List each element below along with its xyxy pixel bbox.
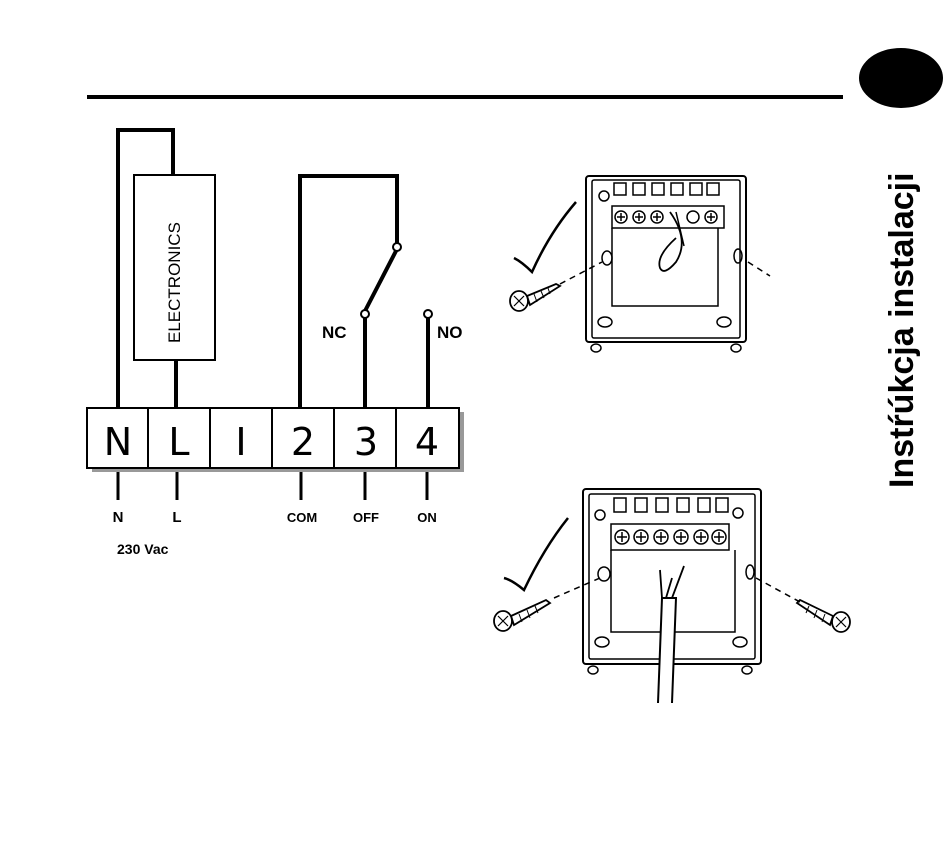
bottom-label-l: L [172, 509, 181, 526]
bottom-label-com: COM [287, 510, 317, 525]
screw-icon [797, 600, 850, 632]
nc-label: NC [322, 323, 347, 342]
install-illustration-bottom [494, 489, 850, 703]
nc-contact [361, 310, 369, 318]
terminal-l: L [168, 420, 189, 464]
bottom-label-off: OFF [353, 510, 379, 525]
no-contact [424, 310, 432, 318]
terminal-2: 2 [291, 420, 315, 464]
terminal-n: N [104, 420, 132, 464]
check-mark-icon [504, 518, 568, 590]
relay-switch-arm [365, 249, 397, 311]
bottom-label-on: ON [417, 510, 437, 525]
no-label: NO [437, 323, 463, 342]
terminal-3: 3 [354, 420, 378, 464]
screw-icon [494, 600, 550, 631]
schematic [87, 130, 464, 500]
electronics-label: ELECTRONICS [165, 222, 184, 343]
section-title: Instŕúkcja instalacji [883, 172, 921, 488]
section-marker-circle [859, 48, 943, 108]
check-mark-icon [514, 202, 576, 272]
com-wire [300, 176, 397, 408]
cable [658, 598, 676, 703]
screw-icon [510, 284, 560, 311]
install-illustration-top [510, 176, 770, 352]
bottom-label-n: N [113, 509, 124, 526]
terminal-4: 4 [415, 420, 439, 464]
terminal-i: I [235, 420, 246, 464]
supply-voltage-label: 230 Vac [117, 541, 169, 557]
switch-pivot [393, 243, 401, 251]
